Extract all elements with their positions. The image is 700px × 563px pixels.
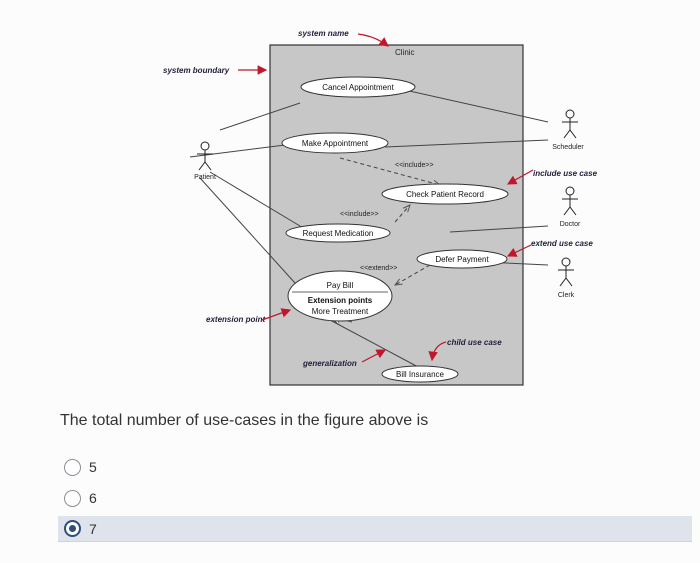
use-case-check-patient-record: Check Patient Record (381, 183, 509, 205)
annotation-system-name: system name (298, 29, 349, 38)
divider (58, 541, 692, 542)
svg-text:More Treatment: More Treatment (312, 307, 369, 316)
actor-clerk-label: Clerk (558, 292, 575, 299)
annotation-extension-point: extension point (206, 315, 265, 324)
actor-clerk-icon (558, 257, 574, 287)
svg-text:Cancel Appointment: Cancel Appointment (322, 83, 394, 92)
svg-text:Extension points: Extension points (308, 296, 373, 305)
use-case-cancel-appointment: Cancel Appointment (300, 76, 416, 98)
radio-button-selected-icon[interactable] (64, 520, 81, 537)
answer-option-label: 7 (89, 520, 97, 537)
annotation-system-boundary: system boundary (163, 66, 230, 75)
actor-doctor-label: Doctor (560, 221, 581, 228)
actor-scheduler-label: Scheduler (552, 144, 584, 151)
radio-button-icon[interactable] (64, 458, 81, 476)
svg-text:Check Patient Record: Check Patient Record (406, 190, 484, 199)
annotation-child-use-case: child use case (447, 338, 502, 347)
use-case-make-appointment: Make Appointment (281, 132, 389, 154)
annotation-extend-use-case: extend use case (531, 239, 593, 248)
svg-text:Bill Insurance: Bill Insurance (396, 370, 445, 379)
system-name-label: Clinic (395, 48, 415, 57)
answer-option-6[interactable]: 6 (64, 486, 664, 510)
use-case-request-medication: Request Medication (285, 223, 391, 243)
question-text: The total number of use-cases in the fig… (60, 412, 429, 429)
answer-option-5[interactable]: 5 (64, 455, 664, 479)
answer-option-label: 5 (89, 459, 97, 475)
svg-text:Request Medication: Request Medication (303, 229, 374, 238)
svg-text:Make Appointment: Make Appointment (302, 139, 369, 148)
actor-patient-icon (197, 141, 213, 171)
svg-text:Defer Payment: Defer Payment (435, 255, 489, 264)
annotation-include-use-case: include use case (533, 169, 598, 178)
answer-option-label: 6 (89, 490, 97, 506)
annotation-generalization: generalization (302, 359, 357, 368)
svg-text:Pay Bill: Pay Bill (327, 281, 354, 290)
system-boundary-box (269, 44, 524, 386)
include-stereotype-2: <<include>> (340, 211, 379, 218)
radio-button-icon[interactable] (64, 489, 81, 507)
use-case-defer-payment: Defer Payment (416, 249, 508, 269)
actor-scheduler-icon (562, 109, 578, 139)
extend-stereotype: <<extend>> (360, 265, 397, 272)
use-case-pay-bill: Pay Bill Extension points More Treatment (287, 270, 393, 322)
actor-patient-label: Patient (194, 174, 216, 181)
answer-option-7[interactable]: 7 (58, 516, 692, 541)
use-case-diagram: Cancel Appointment Make Appointment Chec… (163, 29, 598, 386)
include-stereotype-1: <<include>> (395, 162, 434, 169)
use-case-bill-insurance: Bill Insurance (381, 365, 459, 383)
actor-doctor-icon (562, 186, 578, 216)
